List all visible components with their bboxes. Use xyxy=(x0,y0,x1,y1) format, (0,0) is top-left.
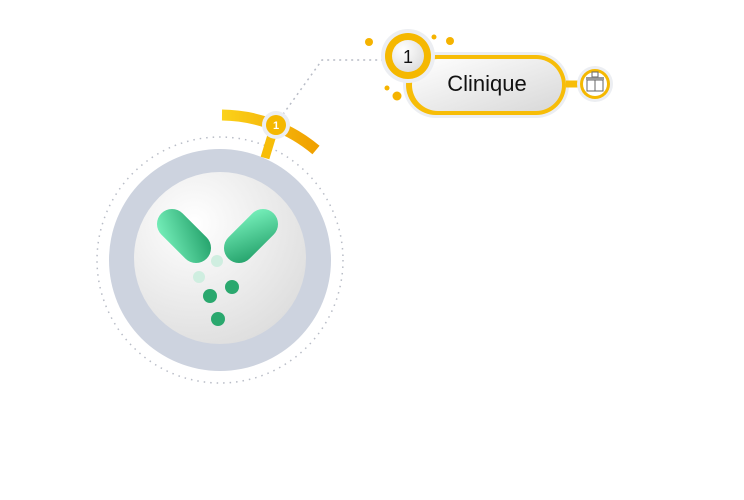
dotted-orbit xyxy=(96,136,344,384)
decorative-dots xyxy=(365,34,454,101)
clinic-building-icon[interactable] xyxy=(577,66,613,102)
central-node[interactable] xyxy=(96,136,344,384)
branch-stem xyxy=(260,133,277,160)
capsule-logo-icon xyxy=(156,208,279,326)
center-badge[interactable]: 1 xyxy=(262,111,290,139)
topic-label: Clinique xyxy=(447,71,527,96)
topic-node-clinique[interactable]: 1 Clinique xyxy=(381,29,613,118)
topic-number: 1 xyxy=(403,47,413,67)
center-badge-number: 1 xyxy=(273,120,279,132)
connector-line xyxy=(275,59,382,125)
